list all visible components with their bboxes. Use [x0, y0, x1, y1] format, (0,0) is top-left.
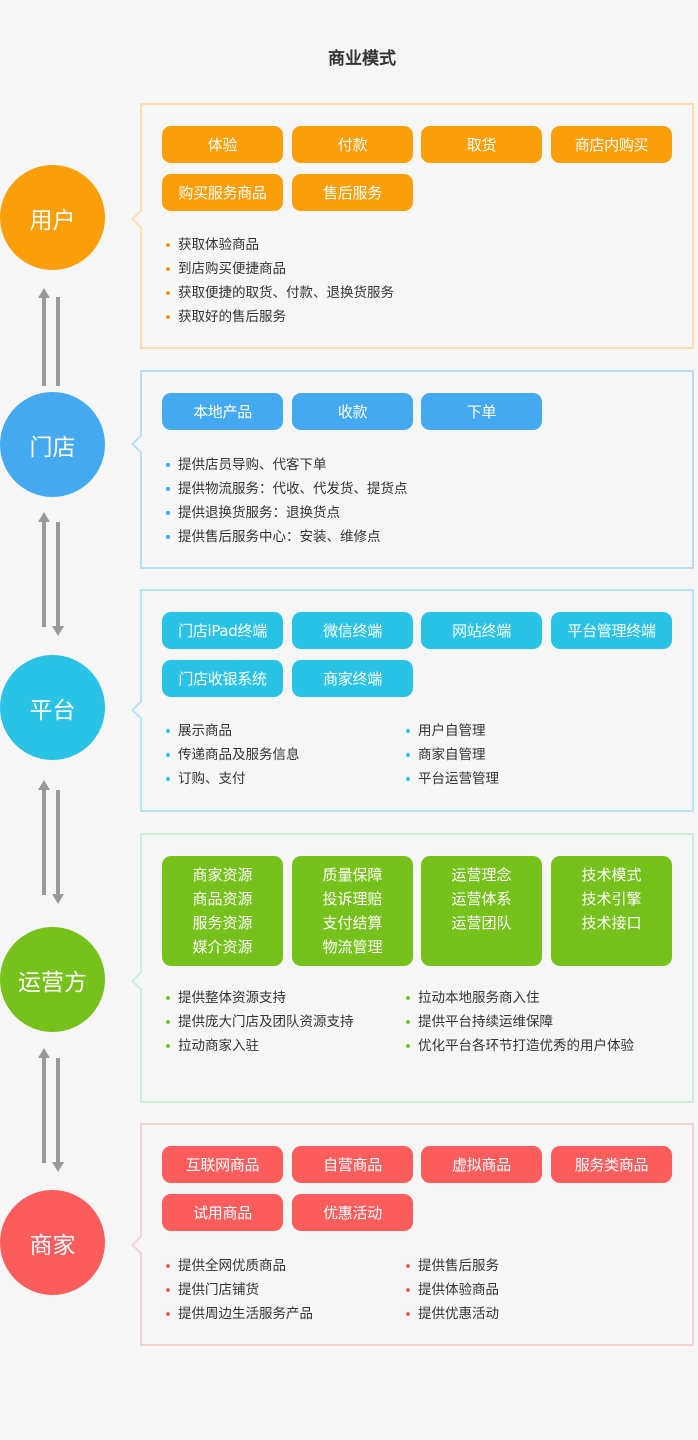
- list-item: 传递商品及服务信息: [164, 743, 300, 767]
- list-item: 展示商品: [164, 719, 300, 743]
- block-line: 技术接口: [581, 914, 642, 932]
- bullet-list-left: 提供全网优质商品 提供门店铺货 提供周边生活服务产品: [164, 1254, 313, 1326]
- circle-user: 用户: [0, 165, 105, 270]
- pill-virtual-goods: 虚拟商品: [421, 1146, 542, 1183]
- pill-service-goods: 服务类商品: [551, 1146, 672, 1183]
- circle-label: 门店: [29, 434, 76, 461]
- list-item: 平台运营管理: [404, 767, 499, 791]
- block-line: 运营团队: [451, 914, 512, 932]
- bullet-list-right: 用户自管理 商家自管理 平台运营管理: [404, 719, 499, 791]
- block-line: 运营体系: [451, 890, 512, 908]
- pill-internet-goods: 互联网商品: [162, 1146, 283, 1183]
- arrow-store-platform-icon: [38, 512, 64, 636]
- panel-operator: 商家资源 商品资源 服务资源 媒介资源 质量保障 投诉理赔 支付结算 物流管理 …: [131, 833, 694, 1103]
- panel-notch: [131, 209, 151, 229]
- block-line: 支付结算: [322, 914, 383, 932]
- list-item: 到店购买便捷商品: [164, 257, 394, 281]
- bullet-list-right: 拉动本地服务商入住 提供平台持续运维保障 优化平台各环节打造优秀的用户体验: [404, 986, 640, 1058]
- block-line: 投诉理赔: [322, 890, 383, 908]
- arrow-platform-operator-icon: [38, 780, 64, 904]
- bullet-list-left: 提供整体资源支持 提供庞大门店及团队资源支持 拉动商家入驻: [164, 986, 354, 1058]
- arrow-operator-merchant-icon: [38, 1048, 64, 1172]
- panel-notch: [131, 700, 151, 720]
- block-line: 商品资源: [192, 890, 253, 908]
- block-line: 质量保障: [322, 866, 383, 884]
- pill-website-terminal: 网站终端: [421, 612, 542, 649]
- pill-local-products: 本地产品: [162, 393, 283, 430]
- pill-buy-service: 购买服务商品: [162, 174, 283, 211]
- pill-promotions: 优惠活动: [292, 1194, 413, 1231]
- pill-store-ipad-terminal: 门店iPad终端: [162, 612, 283, 649]
- list-item: 商家自管理: [404, 743, 499, 767]
- panel-notch: [131, 434, 151, 454]
- pill-wechat-terminal: 微信终端: [292, 612, 413, 649]
- panel-merchant: 互联网商品 自营商品 虚拟商品 服务类商品 试用商品 优惠活动 提供全网优质商品…: [131, 1123, 694, 1346]
- list-item: 拉动本地服务商入住: [404, 986, 640, 1010]
- pill-store-cashier-system: 门店收银系统: [162, 660, 283, 697]
- list-item: 提供体验商品: [404, 1278, 499, 1302]
- list-item: 提供退换货服务：退换货点: [164, 501, 408, 525]
- circle-platform: 平台: [0, 655, 105, 760]
- block-line: 物流管理: [322, 938, 383, 956]
- list-item: 获取体验商品: [164, 233, 394, 257]
- panel-user: 体验 付款 取货 商店内购买 购买服务商品 售后服务 获取体验商品 到店购买便捷…: [131, 103, 694, 349]
- list-item: 提供全网优质商品: [164, 1254, 313, 1278]
- pill-collect-payment: 收款: [292, 393, 413, 430]
- pill-in-store-purchase: 商店内购买: [551, 126, 672, 163]
- circle-label: 运营方: [18, 969, 87, 996]
- list-item: 提供门店铺货: [164, 1278, 313, 1302]
- bullet-list-right: 提供售后服务 提供体验商品 提供优惠活动: [404, 1254, 499, 1326]
- panel-notch: [131, 971, 151, 991]
- block-technology: 技术模式 技术引擎 技术接口: [551, 856, 672, 966]
- circle-store: 门店: [0, 392, 105, 497]
- list-item: 获取好的售后服务: [164, 305, 394, 329]
- list-item: 提供平台持续运维保障: [404, 1010, 640, 1034]
- bullet-list: 提供店员导购、代客下单 提供物流服务：代收、代发货、提货点 提供退换货服务：退换…: [164, 453, 408, 549]
- arrow-user-store-icon: [38, 288, 60, 386]
- pill-experience: 体验: [162, 126, 283, 163]
- bullet-list-left: 展示商品 传递商品及服务信息 订购、支付: [164, 719, 300, 791]
- list-item: 提供售后服务中心：安装、维修点: [164, 525, 408, 549]
- pill-payment: 付款: [292, 126, 413, 163]
- circle-label: 用户: [29, 207, 76, 234]
- block-line: 技术模式: [581, 866, 642, 884]
- circle-operator: 运营方: [0, 927, 105, 1032]
- panel-notch: [131, 1235, 151, 1255]
- pill-platform-admin-terminal: 平台管理终端: [551, 612, 672, 649]
- block-line: 运营理念: [451, 866, 512, 884]
- list-item: 提供优惠活动: [404, 1302, 499, 1326]
- pill-place-order: 下单: [421, 393, 542, 430]
- pill-merchant-terminal: 商家终端: [292, 660, 413, 697]
- pill-own-goods: 自营商品: [292, 1146, 413, 1183]
- circle-merchant: 商家: [0, 1190, 105, 1295]
- list-item: 订购、支付: [164, 767, 300, 791]
- list-item: 提供整体资源支持: [164, 986, 354, 1010]
- block-line: 技术引擎: [581, 890, 642, 908]
- block-line: 媒介资源: [192, 938, 253, 956]
- block-quality: 质量保障 投诉理赔 支付结算 物流管理: [292, 856, 413, 966]
- block-line: 服务资源: [192, 914, 253, 932]
- page-title: 商业模式: [328, 49, 396, 69]
- circle-label: 商家: [29, 1232, 76, 1259]
- list-item: 用户自管理: [404, 719, 499, 743]
- block-operations: 运营理念 运营体系 运营团队: [421, 856, 542, 966]
- list-item: 提供店员导购、代客下单: [164, 453, 408, 477]
- block-resources: 商家资源 商品资源 服务资源 媒介资源: [162, 856, 283, 966]
- list-item: 优化平台各环节打造优秀的用户体验: [404, 1034, 640, 1058]
- list-item: 提供物流服务：代收、代发货、提货点: [164, 477, 408, 501]
- pill-after-sales: 售后服务: [292, 174, 413, 211]
- bullet-list: 获取体验商品 到店购买便捷商品 获取便捷的取货、付款、退换货服务 获取好的售后服…: [164, 233, 394, 329]
- pill-pickup: 取货: [421, 126, 542, 163]
- list-item: 提供庞大门店及团队资源支持: [164, 1010, 354, 1034]
- pill-trial-goods: 试用商品: [162, 1194, 283, 1231]
- panel-platform: 门店iPad终端 微信终端 网站终端 平台管理终端 门店收银系统 商家终端 展示…: [131, 589, 694, 812]
- list-item: 提供售后服务: [404, 1254, 499, 1278]
- block-line: 商家资源: [192, 866, 253, 884]
- list-item: 提供周边生活服务产品: [164, 1302, 313, 1326]
- list-item: 拉动商家入驻: [164, 1034, 354, 1058]
- panel-store: 本地产品 收款 下单 提供店员导购、代客下单 提供物流服务：代收、代发货、提货点…: [131, 370, 694, 569]
- list-item: 获取便捷的取货、付款、退换货服务: [164, 281, 394, 305]
- circle-label: 平台: [29, 697, 76, 724]
